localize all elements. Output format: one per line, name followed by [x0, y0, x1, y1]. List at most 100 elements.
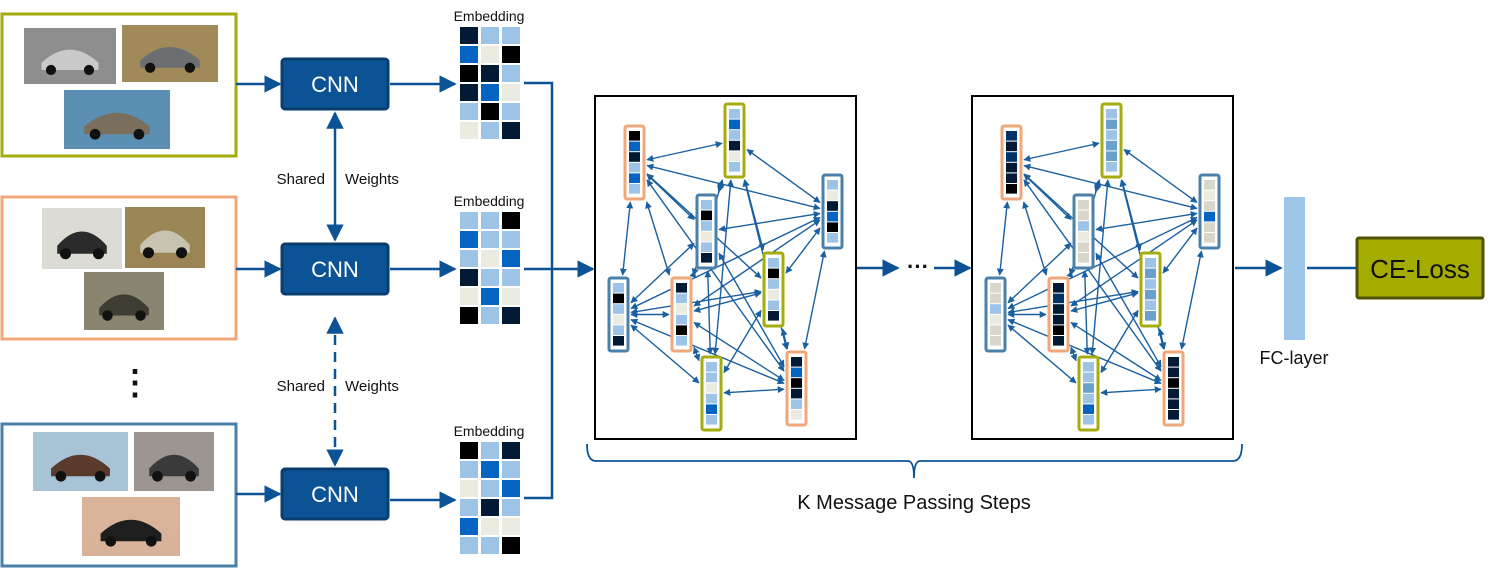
car-icon	[51, 454, 110, 477]
node-feature-cell	[1083, 362, 1094, 372]
graph-edge	[619, 201, 634, 276]
embedding-grid-1	[460, 27, 520, 139]
node-feature-cell	[1006, 173, 1017, 183]
embedding-cell	[460, 250, 478, 267]
embedding-cell	[481, 537, 499, 554]
node-feature-cell	[1083, 372, 1094, 383]
embedding-cell	[502, 499, 520, 516]
embedding-cell	[481, 65, 499, 82]
graph-node-C	[1072, 193, 1095, 270]
node-feature-cell	[791, 378, 802, 388]
embedding-cell	[481, 122, 499, 139]
input-group-hummer	[0, 195, 238, 341]
node-feature-cell	[1168, 367, 1179, 378]
car-icon	[84, 112, 150, 135]
node-feature-cell	[1083, 383, 1094, 393]
embedding-cell	[460, 84, 478, 101]
node-feature-cell	[613, 314, 624, 325]
embedding-cell	[502, 480, 520, 497]
node-feature-cell	[1168, 357, 1179, 367]
node-feature-cell	[1145, 300, 1156, 310]
embedding-cell	[460, 231, 478, 248]
k-steps-label: K Message Passing Steps	[797, 492, 1030, 514]
embedding-cell	[481, 250, 499, 267]
embedding-cell	[502, 212, 520, 229]
embedding-cell	[502, 518, 520, 535]
node-feature-cell	[676, 325, 687, 335]
node-feature-cell	[827, 222, 838, 232]
node-feature-cell	[629, 184, 640, 194]
embedding-cell	[502, 46, 520, 63]
graph-edge	[802, 250, 827, 350]
car-icon	[57, 231, 107, 254]
node-feature-cell	[729, 119, 740, 130]
node-feature-cell	[1053, 293, 1064, 304]
node-feature-cell	[676, 314, 687, 325]
node-feature-cell	[629, 162, 640, 173]
node-feature-cell	[629, 152, 640, 162]
embedding-label-3: Embedding	[454, 423, 525, 439]
graph-node-G	[670, 276, 693, 353]
node-feature-cell	[676, 283, 687, 293]
graph-edge	[996, 201, 1011, 276]
embedding-cell	[502, 250, 520, 267]
node-feature-cell	[613, 336, 624, 346]
graph-edge	[723, 386, 785, 396]
ce-loss-label: CE-Loss	[1370, 254, 1470, 284]
node-feature-cell	[990, 293, 1001, 304]
embedding-cell	[460, 442, 478, 459]
node-feature-cell	[706, 383, 717, 393]
node-feature-cell	[1204, 180, 1215, 190]
node-feature-cell	[613, 325, 624, 335]
node-feature-cell	[706, 415, 717, 425]
node-feature-cell	[701, 221, 712, 231]
node-feature-cell	[701, 200, 712, 210]
node-feature-cell	[990, 304, 1001, 314]
node-feature-cell	[1083, 393, 1094, 404]
graph-node-E	[762, 251, 785, 328]
photo-hummer-military-front	[84, 272, 164, 330]
cnn-label: CNN	[311, 72, 359, 97]
node-feature-cell	[729, 151, 740, 161]
node-feature-cell	[990, 283, 1001, 293]
graph-edge	[646, 141, 723, 162]
embedding-cell	[460, 269, 478, 286]
node-feature-cell	[827, 211, 838, 222]
node-feature-cell	[1145, 268, 1156, 279]
node-feature-cell	[729, 162, 740, 172]
embedding-cell	[460, 212, 478, 229]
node-feature-cell	[1053, 283, 1064, 293]
embeddings	[460, 27, 520, 554]
node-feature-cell	[1168, 399, 1179, 409]
car-icon	[100, 519, 162, 542]
embedding-cell	[502, 84, 520, 101]
node-feature-cell	[676, 304, 687, 314]
embedding-cell	[481, 288, 499, 305]
graph-edge	[1123, 148, 1198, 204]
embedding-cell	[481, 518, 499, 535]
embedding-cell	[502, 65, 520, 82]
embedding-cell	[481, 84, 499, 101]
node-feature-cell	[706, 362, 717, 372]
node-feature-cell	[1078, 242, 1089, 252]
graph-edge	[718, 252, 785, 368]
embedding-collector-line-bottom	[524, 269, 554, 500]
embedding-cell	[502, 269, 520, 286]
graph-node-F	[607, 276, 630, 353]
node-feature-cell	[1168, 410, 1179, 420]
node-feature-cell	[701, 210, 712, 221]
embedding-cell	[460, 122, 478, 139]
weights-label: Weights	[345, 171, 399, 188]
node-feature-cell	[791, 357, 802, 367]
node-feature-cell	[1053, 336, 1064, 346]
graph-node-A	[623, 124, 646, 201]
node-feature-cell	[1078, 210, 1089, 221]
embedding-cell	[481, 212, 499, 229]
cnn-label: CNN	[311, 482, 359, 507]
node-feature-cell	[1006, 162, 1017, 173]
node-feature-cell	[629, 131, 640, 141]
node-feature-cell	[1006, 131, 1017, 141]
embedding-cell	[481, 231, 499, 248]
node-feature-cell	[1168, 388, 1179, 399]
